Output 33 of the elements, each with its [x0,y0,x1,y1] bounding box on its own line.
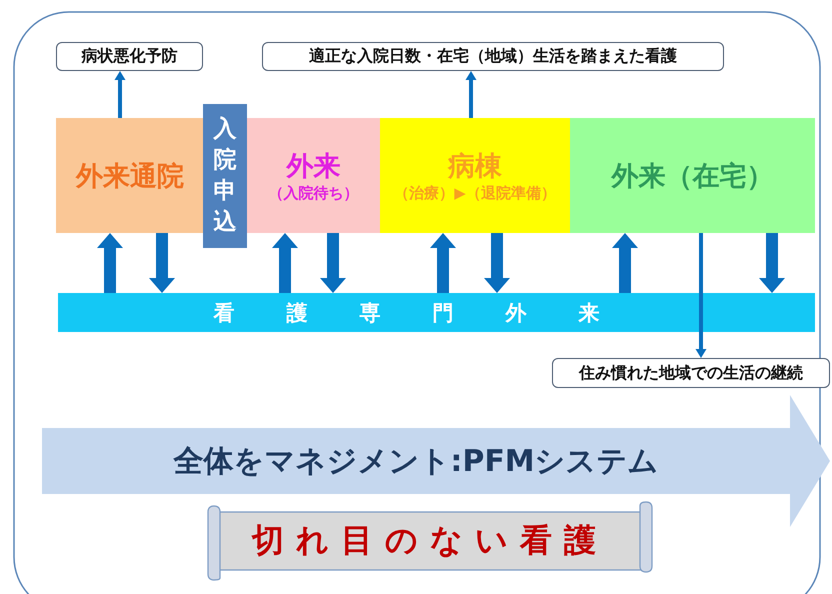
clinic-band [58,293,815,332]
arrow [484,233,510,293]
note-box [262,42,724,71]
arrow [696,233,706,358]
banner-title: 切れ目のない看護 [252,520,608,561]
note-text: 適正な入院日数・在宅（地域）生活を踏まえた看護 [309,46,677,67]
stage-subtitle: （治療）▶（退院準備） [394,184,556,203]
arrow-title: 全体をマネジメント:PFMシステム [173,442,659,480]
stage-box [570,118,815,233]
stage-title: 外来（在宅） [612,160,774,194]
stage-title: 入院申込 [214,114,236,238]
admission-box [203,104,247,248]
arrow [320,233,346,293]
note-box [552,358,830,388]
band-title: 看護専門外来 [214,300,652,326]
stage-box [247,118,380,233]
stage-title: 外来 [286,150,340,184]
arrow [759,233,785,293]
arrow [149,233,175,293]
arrow [466,71,476,118]
note-text: 住み慣れた地域での生活の継続 [579,362,803,384]
note-box [56,42,203,71]
stage-title: 外来通院 [76,160,184,194]
arrow [114,71,126,118]
stage-title: 病棟 [448,150,502,184]
stage-box [56,118,204,233]
stage-subtitle: （入院待ち） [268,184,358,203]
arrow [272,233,298,293]
arrow [97,233,123,293]
stage-box [380,118,570,233]
note-text: 病状悪化予防 [82,46,178,67]
arrow [612,233,638,293]
arrow [430,233,456,293]
